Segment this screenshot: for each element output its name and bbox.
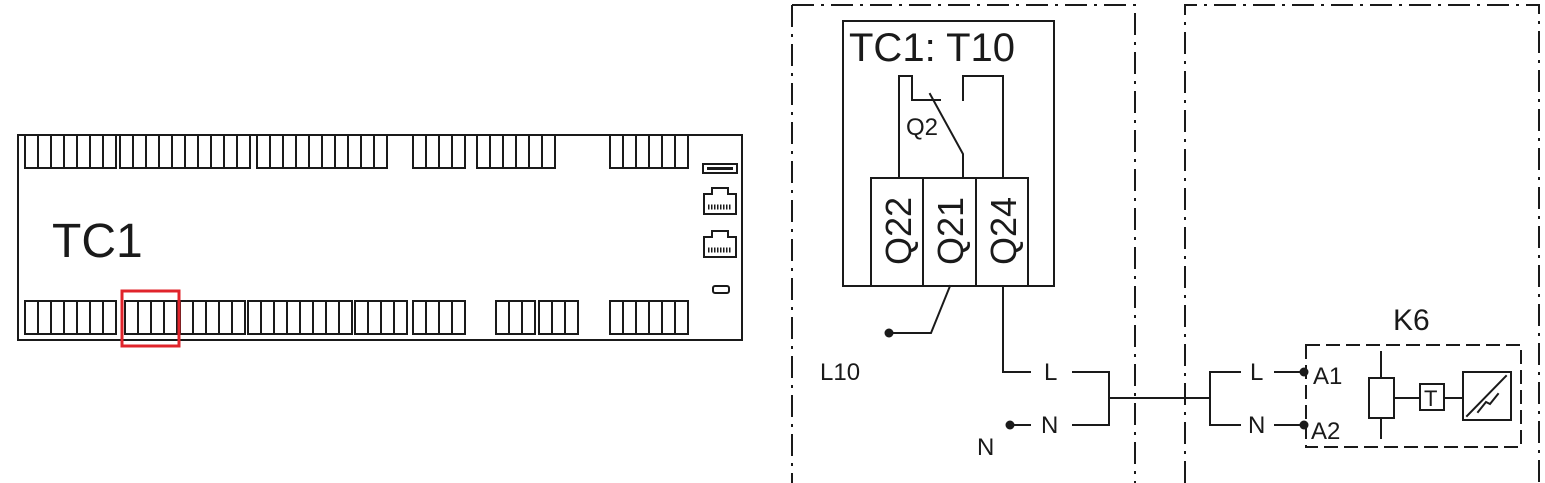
usb-port-icon [702,163,738,174]
module-panel: TC1: T10 Q2 Q22 Q21 Q24 L10 [791,4,1136,483]
terminal-group [495,300,536,335]
top-terminal-strip [24,134,689,169]
line-label-l10: L10 [820,359,860,386]
terminal-a1-dot [1299,367,1309,377]
timer-label: T [1424,386,1437,411]
contactor-panel: L N K6 A1 A2 T [1184,4,1540,483]
terminal-group [538,300,579,335]
wire-label-l-right: L [1250,359,1263,386]
terminal-group [24,134,117,169]
controller-label: TC1 [52,215,143,268]
terminal-q21: Q21 [930,197,971,265]
module-panel-border [791,4,1136,483]
highlighted-terminal-box [120,289,181,348]
terminal-a1-label: A1 [1313,363,1342,390]
module-title: TC1: T10 [849,26,1015,70]
timer-symbol: T [1419,383,1464,411]
ethernet-port-icon-1 [703,187,737,215]
q24-wire [1002,285,1110,430]
terminal-a2-dot [1299,420,1309,430]
contactor-panel-border [1184,4,1540,483]
right-wire-bracket [1209,371,1241,426]
ethernet-port-icon-2 [703,230,737,258]
coil-symbol [1368,351,1421,439]
mini-port-icon [712,285,730,294]
heater-resistor-symbol [1462,371,1512,421]
terminal-a2-label: A2 [1311,418,1340,445]
contactor-label: K6 [1393,304,1430,337]
bottom-terminal-strip [24,300,689,335]
neutral-label: N [977,434,994,461]
terminal-q22: Q22 [878,197,919,265]
terminal-group [24,300,117,335]
relay-label: Q2 [906,114,938,141]
wire-label-l-left: L [1044,359,1057,386]
terminal-q24: Q24 [983,197,1024,265]
controller-tc1: TC1 [17,134,743,348]
terminal-group [179,300,246,335]
wire-label-n-right: N [1248,412,1265,439]
q21-wire [884,284,952,338]
contactor-k6-box [1305,344,1522,448]
relay-terminal-block: Q22 Q21 Q24 [870,177,1029,287]
relay-q2-contact: Q2 [898,75,1004,179]
wire-label-n-left: N [1041,412,1058,439]
